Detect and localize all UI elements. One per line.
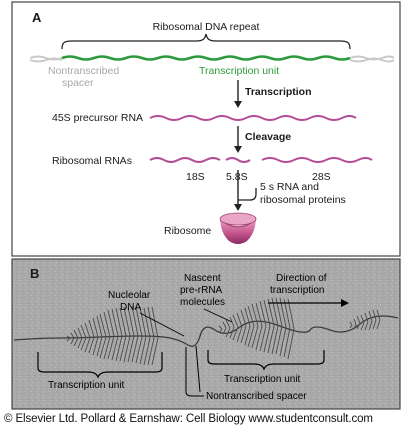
- panel-a-border: [11, 1, 401, 257]
- unit-right-label: Transcription unit: [224, 374, 301, 385]
- rrna-18s-label: 18S: [186, 171, 205, 183]
- rna-18s: [149, 157, 221, 163]
- nucleolar-dna-line1: Nucleolar: [108, 290, 151, 301]
- panel-b-letter: B: [30, 266, 39, 281]
- repeat-label: Ribosomal DNA repeat: [153, 21, 260, 33]
- spacer-label-line2: spacer: [62, 77, 94, 89]
- panel-a: A Ribosomal DNA repeat Nontranscribed sp…: [11, 1, 401, 257]
- dna-transcription-unit: [61, 55, 351, 61]
- micrograph-tree-fragment: [349, 309, 381, 331]
- dna-repeat: [29, 55, 395, 63]
- rna-45s: [149, 115, 357, 121]
- nucleolar-dna-pointer: [139, 312, 185, 337]
- micrograph-christmas-tree-left: [66, 305, 159, 366]
- step-cleavage: Cleavage: [245, 131, 291, 143]
- rrna-28s-label: 28S: [312, 171, 331, 183]
- micrograph-christmas-tree-right: [218, 297, 295, 360]
- rna-28s: [261, 157, 373, 163]
- credit-line: © Elsevier Ltd. Pollard & Earnshaw: Cell…: [4, 413, 373, 425]
- nascent-line3: molecules: [180, 297, 225, 308]
- spacer-pointer: [185, 347, 204, 397]
- repeat-brace: [61, 33, 351, 50]
- spacer-label-line1: Nontranscribed: [48, 65, 119, 77]
- brace-transcription-unit-left: [37, 352, 163, 379]
- direction-line2: transcription: [270, 285, 324, 296]
- ribosome-icon: [219, 212, 257, 244]
- step-transcription: Transcription: [245, 86, 312, 98]
- rna-58s: [225, 157, 251, 163]
- brace-transcription-unit-right: [207, 350, 325, 371]
- panel-b: B Nucleolar DNA Nascent pre-rRNA molecul…: [11, 258, 401, 410]
- nucleolar-dna-line2: DNA: [120, 302, 141, 313]
- transcription-unit-label: Transcription unit: [199, 65, 279, 77]
- micrograph-dna-fiber: [13, 315, 399, 347]
- micrograph-panel: [11, 258, 401, 410]
- precursor-label: 45S precursor RNA: [52, 112, 143, 124]
- ribosome-label: Ribosome: [164, 225, 211, 237]
- direction-line1: Direction of: [276, 273, 327, 284]
- nascent-line2: pre-rRNA: [180, 285, 223, 296]
- nascent-pointer: [203, 308, 233, 323]
- nascent-line1: Nascent: [184, 273, 221, 284]
- unit-left-label: Transcription unit: [48, 380, 125, 391]
- addition-line2: ribosomal proteins: [260, 194, 346, 206]
- rrna-58s-label: 5.8S: [226, 171, 248, 183]
- spacer-label: Nontranscribed spacer: [206, 391, 307, 402]
- addition-line1: 5 s RNA and: [260, 181, 319, 193]
- panel-a-letter: A: [32, 10, 42, 25]
- rrna-label: Ribosomal RNAs: [52, 155, 132, 167]
